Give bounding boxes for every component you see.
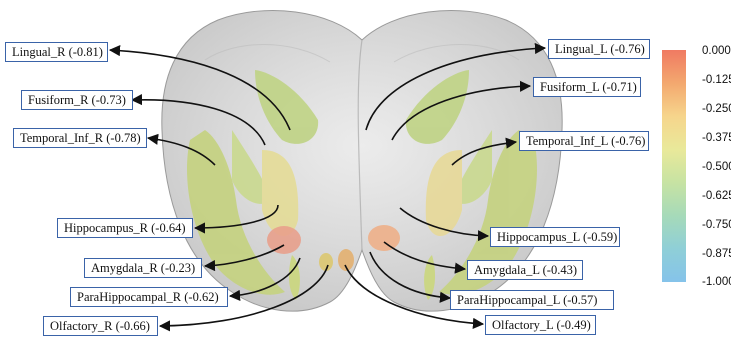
amygdala-r-surface: [267, 226, 301, 254]
colorbar-tick: -0.875: [702, 248, 731, 260]
colorbar-tick: -0.250: [702, 103, 731, 115]
label-temporal-inf-l: Temporal_Inf_L (-0.76): [519, 131, 649, 151]
colorbar-tick: -0.375: [702, 132, 731, 144]
label-lingual-l: Lingual_L (-0.76): [548, 39, 650, 59]
label-hippocampus-l: Hippocampus_L (-0.59): [490, 227, 620, 247]
label-parahippocampal-l: ParaHippocampal_L (-0.57): [450, 290, 614, 310]
amygdala-l-surface: [368, 225, 400, 251]
label-fusiform-l: Fusiform_L (-0.71): [533, 77, 641, 97]
colorbar-tick: 0.000: [702, 45, 731, 57]
colorbar-tick: -0.625: [702, 190, 731, 202]
label-fusiform-r: Fusiform_R (-0.73): [21, 90, 133, 110]
colorbar-tick: -0.125: [702, 74, 731, 86]
colorbar-gradient: [662, 50, 686, 282]
label-lingual-r: Lingual_R (-0.81): [5, 42, 108, 62]
label-temporal-inf-r: Temporal_Inf_R (-0.78): [13, 128, 147, 148]
colorbar: [662, 50, 686, 282]
label-olfactory-r: Olfactory_R (-0.66): [43, 316, 158, 336]
label-hippocampus-r: Hippocampus_R (-0.64): [57, 218, 193, 238]
colorbar-tick: -0.750: [702, 219, 731, 231]
label-amygdala-r: Amygdala_R (-0.23): [84, 258, 202, 278]
label-parahippocampal-r: ParaHippocampal_R (-0.62): [70, 287, 228, 307]
label-olfactory-l: Olfactory_L (-0.49): [485, 315, 596, 335]
colorbar-tick: -0.500: [702, 161, 731, 173]
label-amygdala-l: Amygdala_L (-0.43): [467, 260, 583, 280]
colorbar-tick: -1.000: [702, 276, 731, 288]
